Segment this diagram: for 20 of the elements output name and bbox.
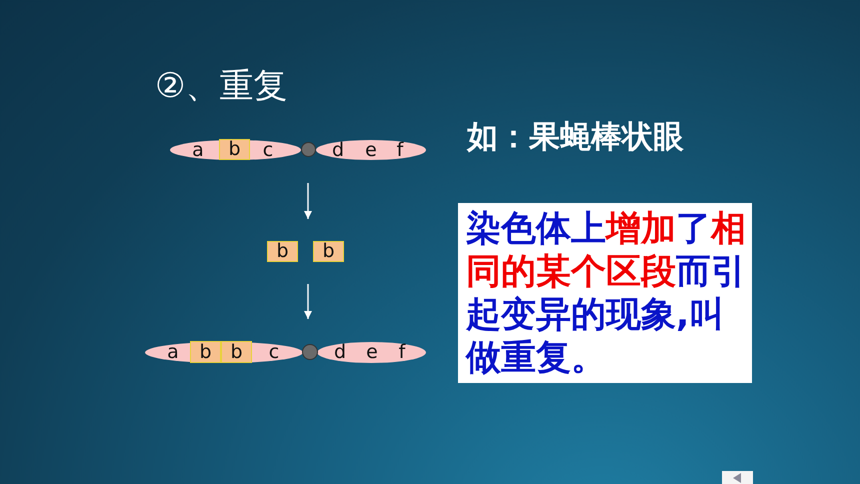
arrow [304, 183, 312, 219]
gene-label: e [364, 140, 378, 160]
gene-segment: b [221, 341, 252, 363]
gene-segment: b [190, 341, 221, 363]
gene-label: c [268, 342, 280, 362]
gene-label: d [332, 342, 348, 362]
gene-segment: b [267, 241, 298, 262]
gene-label: f [398, 342, 407, 362]
gene-label: a [191, 140, 205, 160]
slide-title: ②、重复 [155, 66, 288, 106]
gene-label: e [365, 342, 379, 362]
gene-segment: b [219, 139, 250, 160]
definition-text: 染色体上增加了相同的某个区段而引起变异的现象,叫做重复。 [466, 209, 746, 378]
gene-label: a [166, 342, 180, 362]
example-text: 如：果蝇棒状眼 [467, 118, 684, 157]
arrow [304, 284, 312, 319]
gene-segment: b [313, 241, 344, 262]
gene-label: f [396, 140, 405, 160]
gene-label: c [262, 140, 274, 160]
gene-label: d [330, 140, 346, 160]
